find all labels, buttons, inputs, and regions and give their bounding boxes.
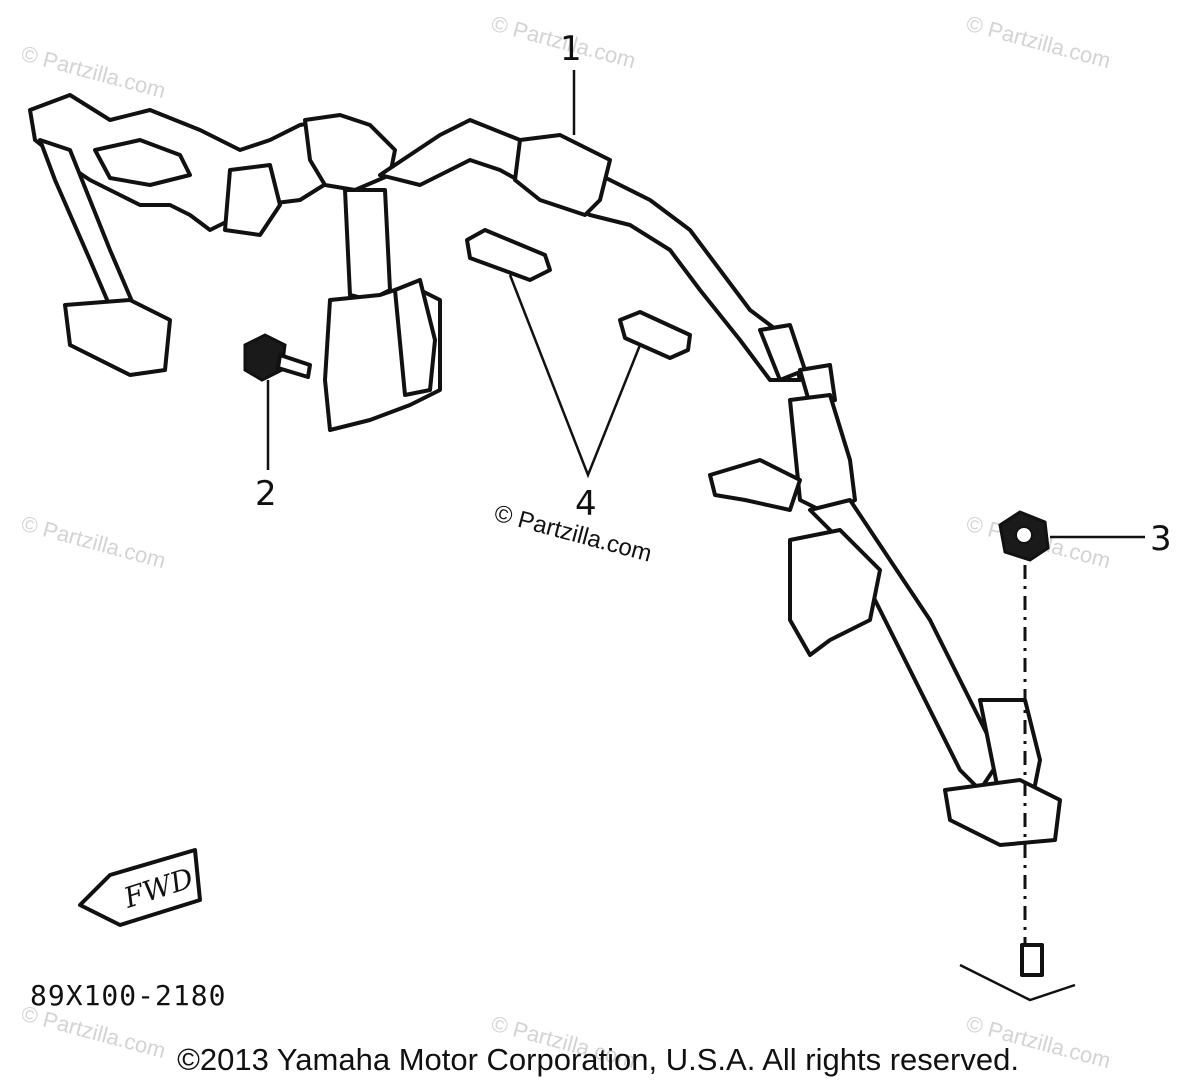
pad-part-4[interactable] — [465, 228, 692, 360]
watermark-text: © Partzilla.com — [964, 11, 1114, 74]
callout-2: 2 — [255, 474, 277, 514]
watermark-center: © Partzilla.com — [491, 500, 654, 568]
callout-4: 4 — [575, 484, 597, 524]
forward-arrow-icon: FWD — [78, 848, 202, 927]
frame-mount-symbol — [959, 943, 1076, 1002]
callout-3: 3 — [1150, 519, 1172, 559]
bolt-part-2[interactable] — [243, 333, 312, 382]
diagram-code: 89X100-2180 — [30, 979, 226, 1012]
leader-line-4 — [508, 274, 642, 479]
nut-part-3[interactable] — [998, 510, 1050, 562]
copyright-notice: ©2013 Yamaha Motor Corporation, U.S.A. A… — [177, 1042, 1019, 1077]
watermark-text: © Partzilla.com — [19, 41, 169, 104]
watermark-text: © Partzilla.com — [19, 511, 169, 574]
frame-stay-part-1[interactable] — [28, 93, 1062, 847]
callout-1: 1 — [560, 29, 582, 69]
